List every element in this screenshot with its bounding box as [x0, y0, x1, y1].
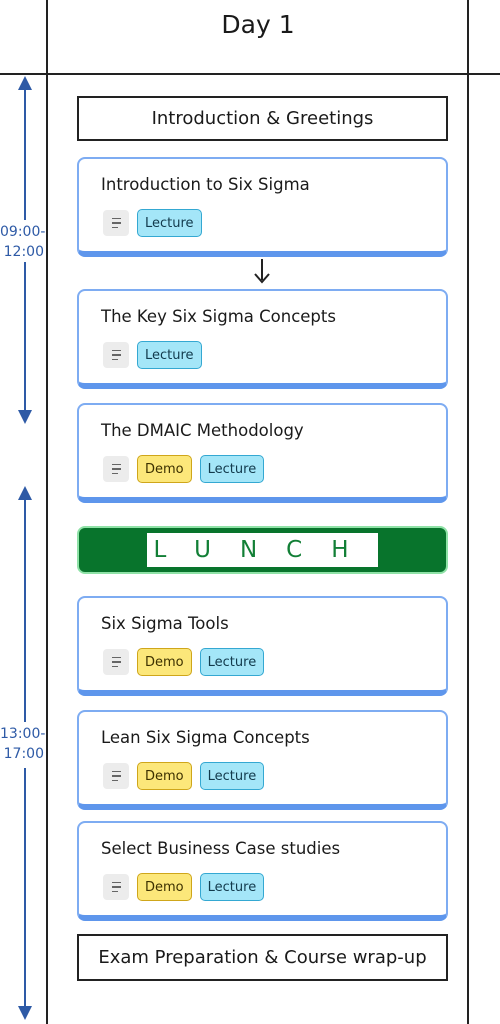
- session-card[interactable]: Select Business Case studies Demo Lectur…: [77, 821, 448, 921]
- lecture-tag: Lecture: [137, 209, 202, 237]
- notes-icon[interactable]: [103, 874, 129, 900]
- demo-tag: Demo: [137, 648, 192, 676]
- lunch-banner[interactable]: LUNCH: [77, 526, 448, 574]
- right-column-divider: [467, 0, 469, 1024]
- session-card[interactable]: Introduction to Six Sigma Lecture: [77, 157, 448, 257]
- session-card[interactable]: Six Sigma Tools Demo Lecture: [77, 596, 448, 696]
- lecture-tag: Lecture: [199, 455, 265, 483]
- session-tags: Lecture: [103, 341, 202, 369]
- morning-start-time: 09:00-: [0, 224, 46, 240]
- header-divider: [0, 73, 500, 75]
- lecture-tag: Lecture: [199, 873, 265, 901]
- afternoon-time-label: 13:00- 17:00: [0, 724, 46, 764]
- day-title: Day 1: [221, 10, 295, 39]
- demo-tag: Demo: [137, 762, 192, 790]
- session-title: The DMAIC Methodology: [101, 421, 304, 440]
- notes-icon[interactable]: [103, 342, 129, 368]
- demo-tag: Demo: [137, 873, 192, 901]
- intro-box[interactable]: Introduction & Greetings: [77, 96, 448, 141]
- left-column-divider: [46, 0, 48, 1024]
- session-title: Select Business Case studies: [101, 839, 341, 858]
- notes-icon[interactable]: [103, 210, 129, 236]
- outro-box[interactable]: Exam Preparation & Course wrap-up: [77, 934, 448, 981]
- lunch-label: LUNCH: [147, 533, 378, 567]
- notes-icon[interactable]: [103, 649, 129, 675]
- session-title: Lean Six Sigma Concepts: [101, 728, 310, 747]
- notes-icon[interactable]: [103, 763, 129, 789]
- session-tags: Demo Lecture: [103, 648, 265, 676]
- session-card[interactable]: Lean Six Sigma Concepts Demo Lecture: [77, 710, 448, 810]
- lecture-tag: Lecture: [199, 762, 265, 790]
- morning-time-label: 09:00- 12:00: [0, 222, 46, 262]
- notes-icon[interactable]: [103, 456, 129, 482]
- session-tags: Demo Lecture: [103, 762, 265, 790]
- lecture-tag: Lecture: [199, 648, 265, 676]
- session-tags: Demo Lecture: [103, 873, 265, 901]
- demo-tag: Demo: [137, 455, 192, 483]
- morning-end-time: 12:00: [3, 244, 44, 260]
- session-title: Introduction to Six Sigma: [101, 175, 310, 194]
- lecture-tag: Lecture: [137, 341, 202, 369]
- session-title: The Key Six Sigma Concepts: [101, 307, 336, 326]
- session-title: Six Sigma Tools: [101, 614, 229, 633]
- session-tags: Demo Lecture: [103, 455, 265, 483]
- afternoon-end-time: 17:00: [3, 746, 44, 762]
- session-tags: Lecture: [103, 209, 202, 237]
- session-card[interactable]: The DMAIC Methodology Demo Lecture: [77, 403, 448, 503]
- session-card[interactable]: The Key Six Sigma Concepts Lecture: [77, 289, 448, 389]
- afternoon-start-time: 13:00-: [0, 726, 46, 742]
